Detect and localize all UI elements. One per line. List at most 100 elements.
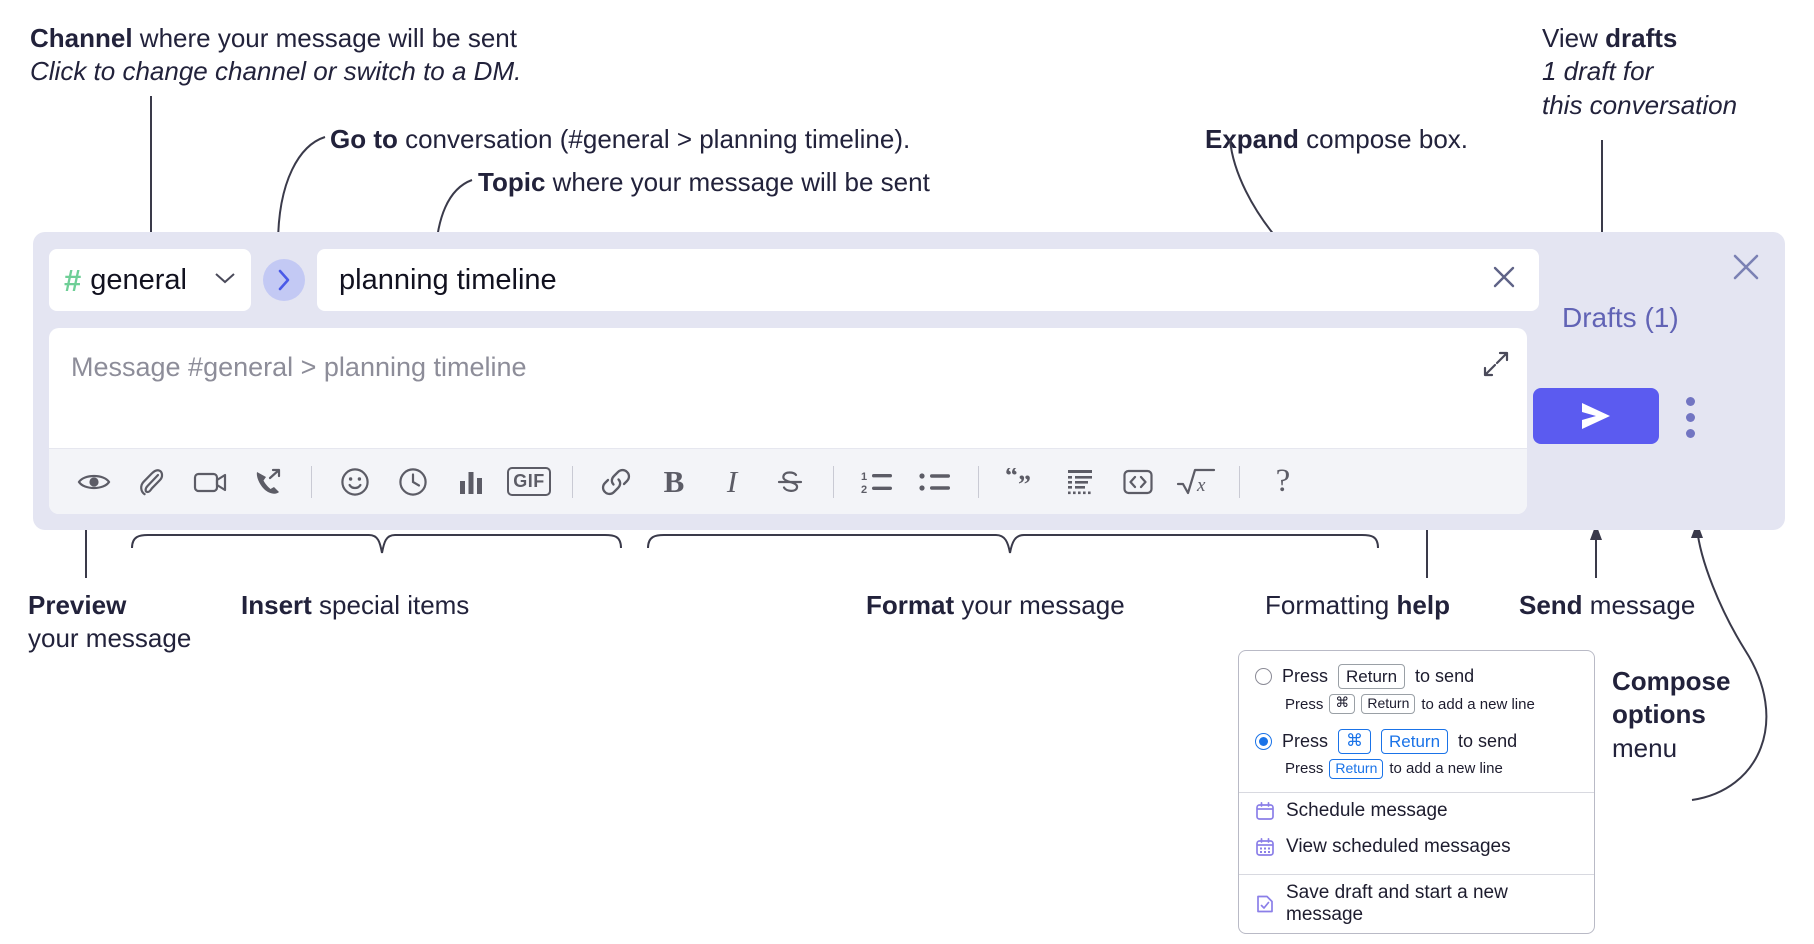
bold-icon[interactable]: B [663, 463, 685, 499]
annotation-preview: Preview your message [28, 589, 191, 656]
drafts-link[interactable]: Drafts (1) [1562, 302, 1679, 333]
annotation-channel-italic: Click to change channel or switch to a D… [30, 56, 522, 87]
opt1-sub-post: to add a new line [1389, 760, 1503, 778]
annotation-send-rest: message [1582, 590, 1696, 620]
menu-item-view-scheduled[interactable]: View scheduled messages [1239, 829, 1594, 865]
math-icon[interactable]: x [1167, 460, 1225, 504]
annotation-drafts-pre: View [1542, 23, 1606, 53]
link-icon[interactable] [587, 460, 645, 504]
annotation-send-bold: Send [1519, 590, 1583, 620]
opt0-pre: Press [1282, 666, 1329, 687]
opt0-post: to send [1415, 666, 1475, 687]
annotation-compose-options: Compose options menu [1612, 665, 1812, 765]
annotation-help-bold: help [1396, 590, 1450, 620]
annotation-compose-bold1: Compose [1612, 666, 1731, 696]
menu-item-label: View scheduled messages [1286, 835, 1511, 857]
annotation-insert-bold: Insert [241, 590, 312, 620]
toolbar-separator [978, 465, 979, 498]
svg-text:1: 1 [861, 471, 867, 483]
emoji-icon[interactable] [326, 460, 384, 504]
bulleted-list-icon[interactable] [906, 460, 964, 504]
close-icon[interactable] [1729, 250, 1763, 291]
message-placeholder: Message #general > planning timeline [71, 352, 527, 382]
annotation-drafts-italic1: 1 draft for [1542, 56, 1654, 87]
gif-icon[interactable]: GIF [500, 460, 558, 504]
annotation-format-bold: Format [866, 590, 955, 620]
goto-conversation-button[interactable] [263, 259, 305, 301]
attachment-icon[interactable] [123, 460, 181, 504]
calendar-icon [1255, 801, 1275, 821]
opt0-sub-pre: Press [1285, 695, 1324, 713]
annotation-insert: Insert special items [241, 589, 469, 622]
annotation-goto-bold: Go to [330, 124, 398, 154]
send-option-return-sub: Press ⌘ Return to add a new line [1239, 692, 1594, 718]
radio-return[interactable] [1255, 668, 1272, 686]
audio-clip-icon[interactable] [239, 460, 297, 504]
video-camera-icon[interactable] [181, 460, 239, 504]
send-option-cmd-return[interactable]: Press ⌘ Return to send [1239, 726, 1594, 757]
send-paper-plane-icon [1582, 403, 1610, 429]
svg-text:”: ” [1018, 470, 1031, 496]
expand-icon[interactable] [1482, 350, 1510, 378]
svg-text:x: x [1196, 475, 1206, 496]
annotation-drafts: View drafts 1 draft for this conversatio… [1542, 22, 1737, 122]
compose-header-row: # general planning timeline [49, 249, 1539, 311]
annotation-formatting-help: Formatting help [1265, 589, 1450, 622]
italic-icon[interactable]: I [726, 463, 738, 499]
topic-field[interactable]: planning timeline [317, 249, 1539, 311]
menu-divider [1239, 873, 1594, 875]
clock-icon[interactable] [384, 460, 442, 504]
message-input-box[interactable]: Message #general > planning timeline [49, 328, 1527, 514]
key-return: Return [1329, 759, 1384, 779]
menu-item-label: Schedule message [1286, 799, 1448, 821]
topic-value: planning timeline [339, 263, 557, 296]
calendar-grid-icon [1255, 837, 1275, 857]
annotation-channel-bold: Channel [30, 23, 133, 53]
annotation-goto-rest: conversation (#general > planning timeli… [397, 124, 911, 154]
menu-item-schedule-message[interactable]: Schedule message [1239, 793, 1594, 829]
annotation-expand: Expand compose box. [1205, 123, 1468, 156]
inline-code-icon[interactable] [1109, 460, 1167, 504]
annotation-compose-rest: menu [1612, 732, 1678, 763]
annotation-preview-bold: Preview [28, 590, 127, 620]
annotation-compose-bold2: options [1612, 699, 1706, 730]
svg-text:2: 2 [861, 484, 867, 496]
toolbar-separator [1239, 465, 1240, 498]
code-block-icon[interactable] [1051, 460, 1109, 504]
compose-options-button[interactable] [1682, 392, 1698, 442]
key-command: ⌘ [1338, 728, 1372, 754]
annotation-help-pre: Formatting [1265, 590, 1397, 620]
preview-icon[interactable] [65, 460, 123, 504]
annotation-expand-rest: compose box. [1298, 124, 1469, 154]
strikethrough-icon[interactable] [761, 460, 819, 504]
blockquote-icon[interactable]: “” [993, 460, 1051, 504]
annotation-channel: Channel where your message will be sent … [30, 22, 521, 89]
compose-panel: # general planning timeline Message #gen… [33, 232, 1785, 530]
annotation-topic: Topic where your message will be sent [478, 166, 930, 199]
annotation-expand-bold: Expand [1205, 124, 1299, 154]
channel-picker[interactable]: # general [49, 249, 251, 311]
send-option-return[interactable]: Press Return to send [1239, 661, 1594, 692]
svg-text:“: “ [1005, 468, 1018, 490]
opt0-sub-post: to add a new line [1421, 695, 1535, 713]
send-button[interactable] [1533, 388, 1659, 444]
annotation-format-rest: your message [954, 590, 1125, 620]
key-return: Return [1381, 728, 1449, 754]
annotation-topic-rest: where your message will be sent [545, 167, 930, 197]
toolbar-separator [833, 465, 834, 498]
help-icon[interactable]: ? [1275, 463, 1291, 499]
radio-cmd-return[interactable] [1255, 732, 1272, 750]
close-icon[interactable] [1489, 262, 1519, 298]
annotation-preview-line2: your message [28, 623, 192, 654]
chevron-right-icon [278, 269, 290, 291]
opt1-sub-pre: Press [1285, 760, 1324, 778]
toolbar-separator [572, 465, 573, 498]
annotation-insert-rest: special items [311, 590, 470, 620]
key-return: Return [1338, 664, 1406, 690]
menu-item-save-draft[interactable]: Save draft and start a new message [1239, 875, 1594, 933]
annotation-goto: Go to conversation (#general > planning … [330, 123, 910, 156]
hash-icon: # [64, 262, 82, 298]
poll-icon[interactable] [442, 460, 500, 504]
